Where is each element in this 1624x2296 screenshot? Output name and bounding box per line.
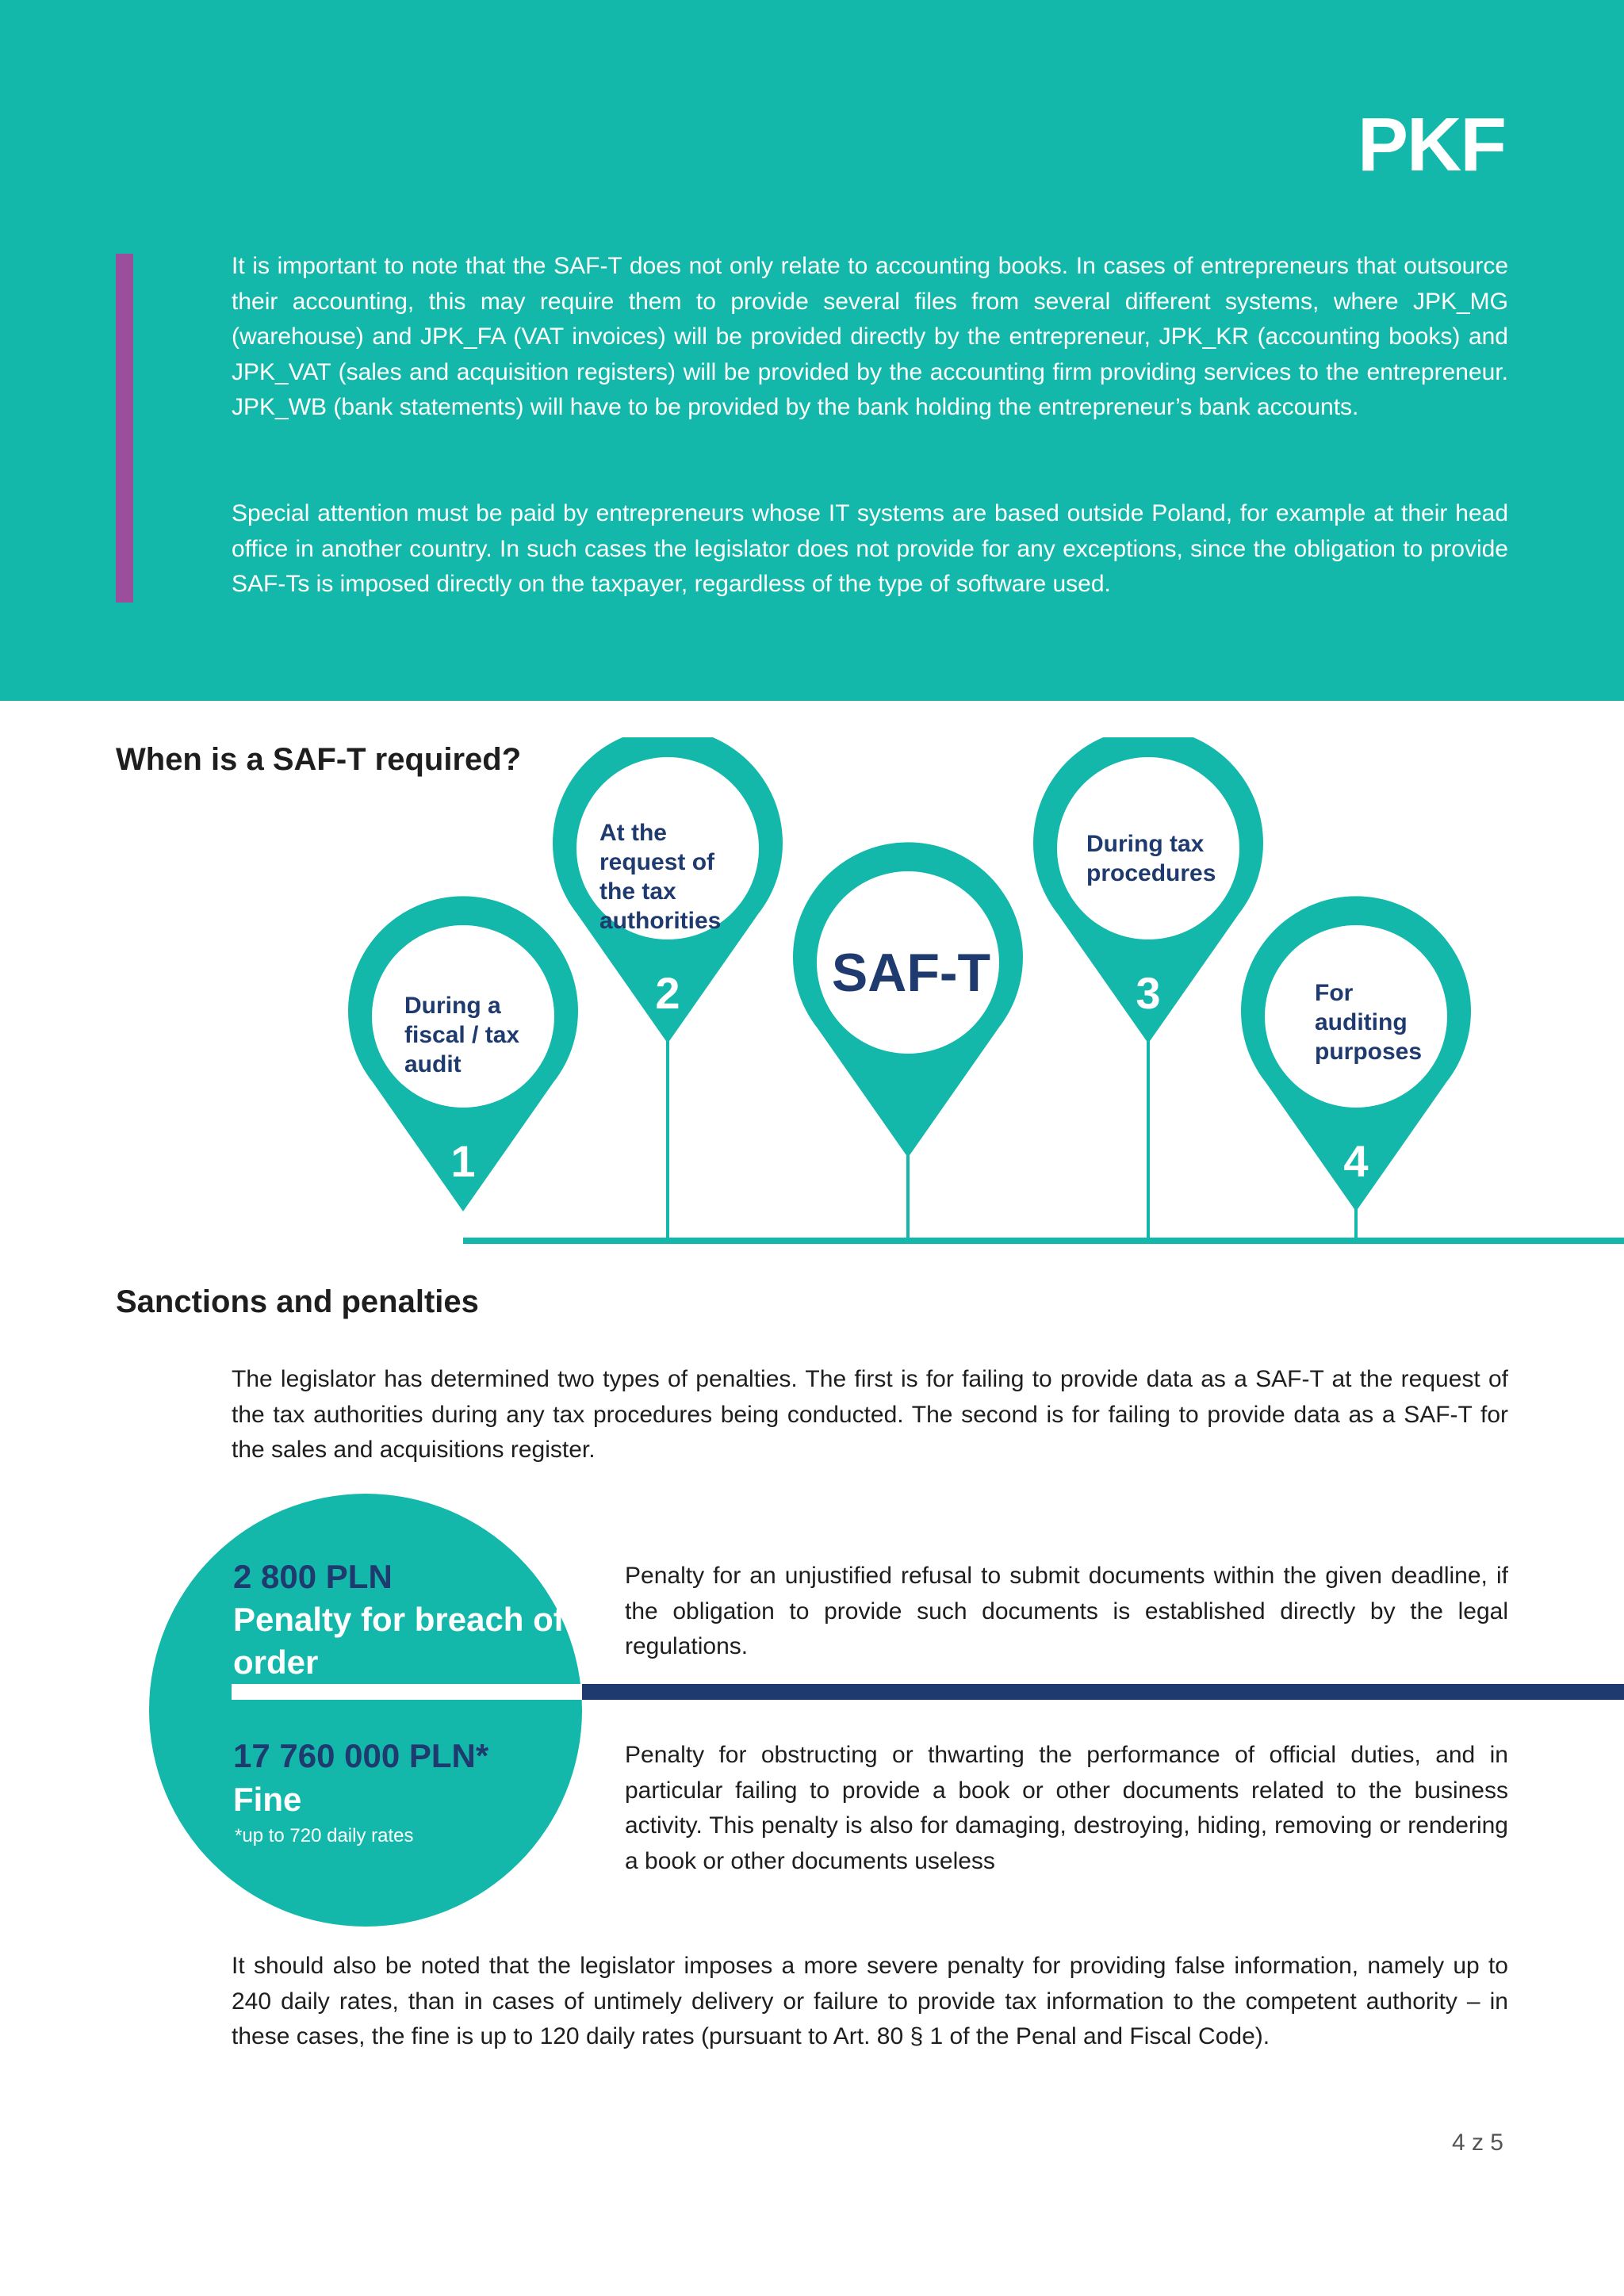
- pin-2-label: At the request of the tax authorities: [599, 820, 722, 934]
- penalty-1-title: Penalty for breach of order: [233, 1601, 565, 1681]
- pin-3-label: During tax procedures: [1086, 831, 1216, 886]
- pin-1-label: During a fiscal / tax audit: [404, 993, 520, 1077]
- penalty-divider-white: [232, 1684, 582, 1700]
- header-band: [0, 0, 1624, 701]
- pin-4-number: 4: [1343, 1136, 1368, 1186]
- accent-bar: [116, 254, 133, 603]
- page-number: 4 z 5: [1451, 2130, 1503, 2156]
- pin-2: 2: [553, 737, 783, 1043]
- intro-paragraph-1: It is important to note that the SAF-T d…: [232, 253, 1508, 420]
- saf-t-infographic: 1 2 SAF-T 3 4 During a fiscal / tax audi…: [0, 737, 1624, 1261]
- sanctions-intro: The legislator has determined two types …: [232, 1366, 1508, 1463]
- pin-4: 4: [1241, 896, 1472, 1211]
- intro-paragraph-2: Special attention must be paid by entrep…: [232, 500, 1508, 597]
- pin-1-number: 1: [450, 1136, 475, 1186]
- penalty-2-description: Penalty for obstructing or thwarting the…: [625, 1742, 1508, 1874]
- penalty-2-note: *up to 720 daily rates: [235, 1825, 414, 1846]
- center-pin: SAF-T: [793, 842, 1023, 1158]
- penalty-2-amount: 17 760 000 PLN*: [233, 1737, 489, 1774]
- center-label: SAF-T: [832, 943, 990, 1003]
- penalty-divider-navy: [582, 1684, 1624, 1700]
- pin-2-number: 2: [655, 968, 680, 1018]
- penalty-1-amount: 2 800 PLN: [233, 1558, 393, 1595]
- svg-text:PKF: PKF: [1358, 107, 1505, 180]
- pin-3-number: 3: [1136, 968, 1160, 1018]
- sanctions-closing: It should also be noted that the legisla…: [232, 1953, 1508, 2049]
- pkf-logo: PKF: [1358, 107, 1513, 180]
- penalty-2-title: Fine: [233, 1781, 302, 1818]
- when-heading: When is a SAF-T required?: [116, 742, 522, 777]
- pin-1: 1: [348, 896, 578, 1211]
- sanctions-heading: Sanctions and penalties: [116, 1284, 479, 1319]
- penalty-circle: [149, 1494, 582, 1927]
- pin-4-label: For auditing purposes: [1315, 980, 1423, 1065]
- penalty-1-description: Penalty for an unjustified refusal to su…: [625, 1563, 1508, 1659]
- pin-3: 3: [1033, 737, 1263, 1043]
